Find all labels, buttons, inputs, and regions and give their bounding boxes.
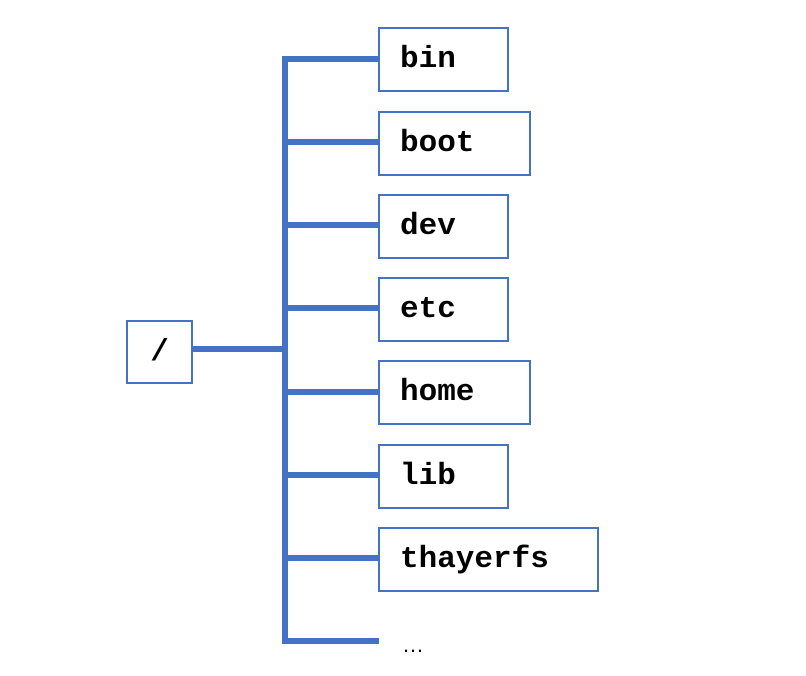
directory-node-etc: etc: [378, 277, 509, 342]
branch-dev: [282, 222, 379, 228]
branch-more: [282, 638, 379, 644]
directory-label: lib: [400, 459, 456, 494]
trunk-line: [282, 56, 288, 644]
branch-etc: [282, 305, 379, 311]
branch-lib: [282, 472, 379, 478]
branch-home: [282, 389, 379, 395]
branch-boot: [282, 139, 379, 145]
directory-node-dev: dev: [378, 194, 509, 259]
directory-label: home: [400, 375, 475, 410]
directory-label: boot: [400, 126, 475, 161]
directory-label: etc: [400, 292, 456, 327]
more-directories-indicator: …: [402, 632, 424, 657]
root-connector: [193, 346, 286, 352]
directory-label: thayerfs: [400, 542, 549, 577]
branch-bin: [282, 56, 379, 62]
directory-label: dev: [400, 209, 456, 244]
directory-node-bin: bin: [378, 27, 509, 92]
directory-node-thayerfs: thayerfs: [378, 527, 599, 592]
directory-node-boot: boot: [378, 111, 531, 176]
directory-node-lib: lib: [378, 444, 509, 509]
directory-node-home: home: [378, 360, 531, 425]
directory-label: bin: [400, 42, 456, 77]
root-directory-label: /: [150, 334, 169, 370]
root-directory-node: /: [126, 320, 193, 384]
branch-thayerfs: [282, 555, 379, 561]
